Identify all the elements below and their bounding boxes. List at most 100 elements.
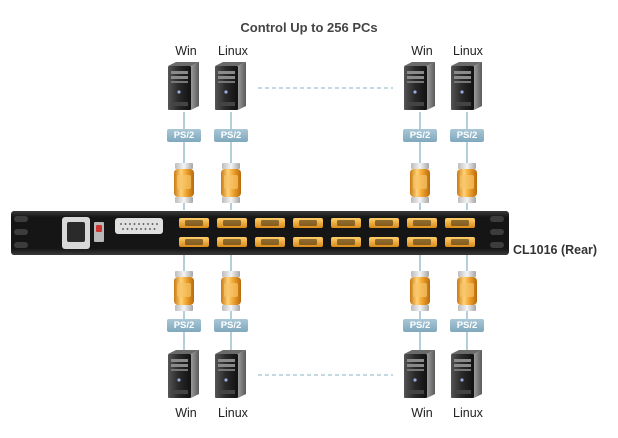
computer-tower-icon-bottom-2-base	[218, 390, 235, 394]
vga-port-icon-1-4-socket	[299, 220, 317, 226]
db25-pin-b3	[131, 228, 133, 230]
kvm-cable-connector-icon-bottom-2-ring-top	[222, 271, 240, 277]
ps2-badge-bottom-4: PS/2	[450, 319, 484, 332]
vga-port-icon-1-7-socket	[413, 220, 431, 226]
computer-tower-icon-bottom-1	[168, 350, 199, 398]
db25-port-icon	[115, 218, 163, 234]
computer-tower-icon-top-1-drive-2	[171, 76, 188, 79]
towers-layer	[168, 62, 482, 398]
db25-pin-b7	[149, 228, 151, 230]
computer-tower-icon-bottom-4-drive-1	[454, 359, 471, 362]
computer-tower-icon-top-2-top	[215, 62, 246, 66]
computer-tower-icon-bottom-2-drive-3	[218, 369, 235, 371]
computer-tower-icon-top-4-drive-3	[454, 81, 471, 83]
kvm-cable-connector-icon-bottom-3-ring-top	[411, 271, 429, 277]
kvm-cable-connector-icon-top-3-highlight	[413, 175, 427, 189]
db25-pin-b4	[135, 228, 138, 230]
computer-tower-icon-bottom-3-drive-2	[407, 364, 424, 367]
computer-tower-icon-bottom-4-power-led	[460, 378, 464, 382]
ps2-badge-top-1: PS/2	[167, 129, 201, 142]
db25-pin-5	[138, 223, 140, 225]
computer-tower-icon-top-3-drive-2	[407, 76, 424, 79]
dashed-links-layer	[258, 87, 393, 376]
computer-tower-icon-top-4	[451, 62, 482, 110]
rack-ear-left-2	[14, 229, 28, 235]
vga-port-icon-1-3-socket	[261, 220, 279, 226]
computer-tower-icon-bottom-3-side	[427, 350, 435, 398]
computer-tower-icon-top-2-side	[238, 62, 246, 110]
vga-port-icon-2-8-socket	[451, 239, 469, 245]
rack-ear-right-3	[490, 242, 504, 248]
db25-pin-1	[120, 223, 122, 225]
computer-tower-icon-top-4-side	[474, 62, 482, 110]
kvm-cable-connector-icon-top-2-ring-bottom	[222, 197, 240, 203]
kvm-cable-connector-icon-top-1	[174, 163, 194, 203]
kvm-cable-connector-icon-bottom-2-ring-bottom	[222, 305, 240, 311]
computer-tower-icon-bottom-4	[451, 350, 482, 398]
db25-pin-6	[142, 223, 145, 225]
kvm-cable-connector-icon-top-4-ring-top	[458, 163, 476, 169]
db25-pin-7	[147, 223, 149, 225]
pc-label-bottom-3: Win	[411, 406, 433, 420]
kvm-cable-connector-icon-top-3-ring-top	[411, 163, 429, 169]
computer-tower-icon-bottom-4-drive-3	[454, 369, 471, 371]
computer-tower-icon-top-4-top	[451, 62, 482, 66]
computer-tower-icon-top-4-drive-2	[454, 76, 471, 79]
computer-tower-icon-bottom-4-side	[474, 350, 482, 398]
computer-tower-icon-bottom-3-base	[407, 390, 424, 394]
kvm-cable-connector-icon-bottom-1	[174, 271, 194, 311]
ps2-badge-top-4: PS/2	[450, 129, 484, 142]
vga-port-icon-1-8-socket	[451, 220, 469, 226]
computer-tower-icon-bottom-4-drive-2	[454, 364, 471, 367]
ps2-badge-bottom-3: PS/2	[403, 319, 437, 332]
kvm-cable-connector-icon-top-4-ring-bottom	[458, 197, 476, 203]
computer-tower-icon-top-1-side	[191, 62, 199, 110]
kvm-cable-connector-icon-top-3-ring-bottom	[411, 197, 429, 203]
pc-label-bottom-4: Linux	[453, 406, 483, 420]
kvm-cable-connector-icon-top-2-highlight	[224, 175, 238, 189]
vga-port-icon-2-5-socket	[337, 239, 355, 245]
pc-label-top-3: Win	[411, 44, 433, 58]
vga-port-icon-2-7-socket	[413, 239, 431, 245]
vga-port-icon-2-2-socket	[223, 239, 241, 245]
computer-tower-icon-bottom-3-power-led	[413, 378, 417, 382]
kvm-cable-connector-icon-bottom-4	[457, 271, 477, 311]
db25-pin-b1	[122, 228, 124, 230]
kvm-cable-connector-icon-bottom-4-highlight	[460, 283, 474, 297]
computer-tower-icon-bottom-2-top	[215, 350, 246, 354]
vga-port-icon-2-4-socket	[299, 239, 317, 245]
kvm-cable-connector-icon-top-1-highlight	[177, 175, 191, 189]
computer-tower-icon-top-3-side	[427, 62, 435, 110]
computer-tower-icon-bottom-2-drive-2	[218, 364, 235, 367]
computer-tower-icon-bottom-1-power-led	[177, 378, 181, 382]
pc-label-top-2: Linux	[218, 44, 248, 58]
ps2-badge-top-3: PS/2	[403, 129, 437, 142]
kvm-cable-connector-icon-bottom-3-ring-bottom	[411, 305, 429, 311]
pc-label-top-1: Win	[175, 44, 197, 58]
computer-tower-icon-bottom-3-drive-3	[407, 369, 424, 371]
kvm-cable-connector-icon-bottom-4-ring-top	[458, 271, 476, 277]
computer-tower-icon-bottom-1-top	[168, 350, 199, 354]
computer-tower-icon-top-2	[215, 62, 246, 110]
computer-tower-icon-top-3-power-led	[413, 90, 417, 94]
computer-tower-icon-top-1	[168, 62, 199, 110]
pc-label-top-4: Linux	[453, 44, 483, 58]
vga-port-icon-1-1-socket	[185, 220, 203, 226]
kvm-cable-connector-icon-top-2	[221, 163, 241, 203]
ps2-badge-bottom-2: PS/2	[214, 319, 248, 332]
computer-tower-icon-top-2-drive-3	[218, 81, 235, 83]
kvm-cable-connector-icon-top-4-highlight	[460, 175, 474, 189]
db25-pin-b8	[153, 228, 156, 230]
computer-tower-icon-top-1-top	[168, 62, 199, 66]
kvm-cable-connector-icon-bottom-3-highlight	[413, 283, 427, 297]
computer-tower-icon-top-3	[404, 62, 435, 110]
computer-tower-icon-bottom-1-drive-2	[171, 364, 188, 367]
kvm-cable-connector-icon-top-1-ring-top	[175, 163, 193, 169]
db25-pin-4	[133, 223, 136, 225]
kvm-cable-connector-icon-bottom-1-ring-bottom	[175, 305, 193, 311]
kvm-cable-connector-icon-bottom-4-ring-bottom	[458, 305, 476, 311]
computer-tower-icon-top-3-drive-3	[407, 81, 424, 83]
computer-tower-icon-bottom-1-drive-1	[171, 359, 188, 362]
computer-tower-icon-bottom-3-drive-1	[407, 359, 424, 362]
